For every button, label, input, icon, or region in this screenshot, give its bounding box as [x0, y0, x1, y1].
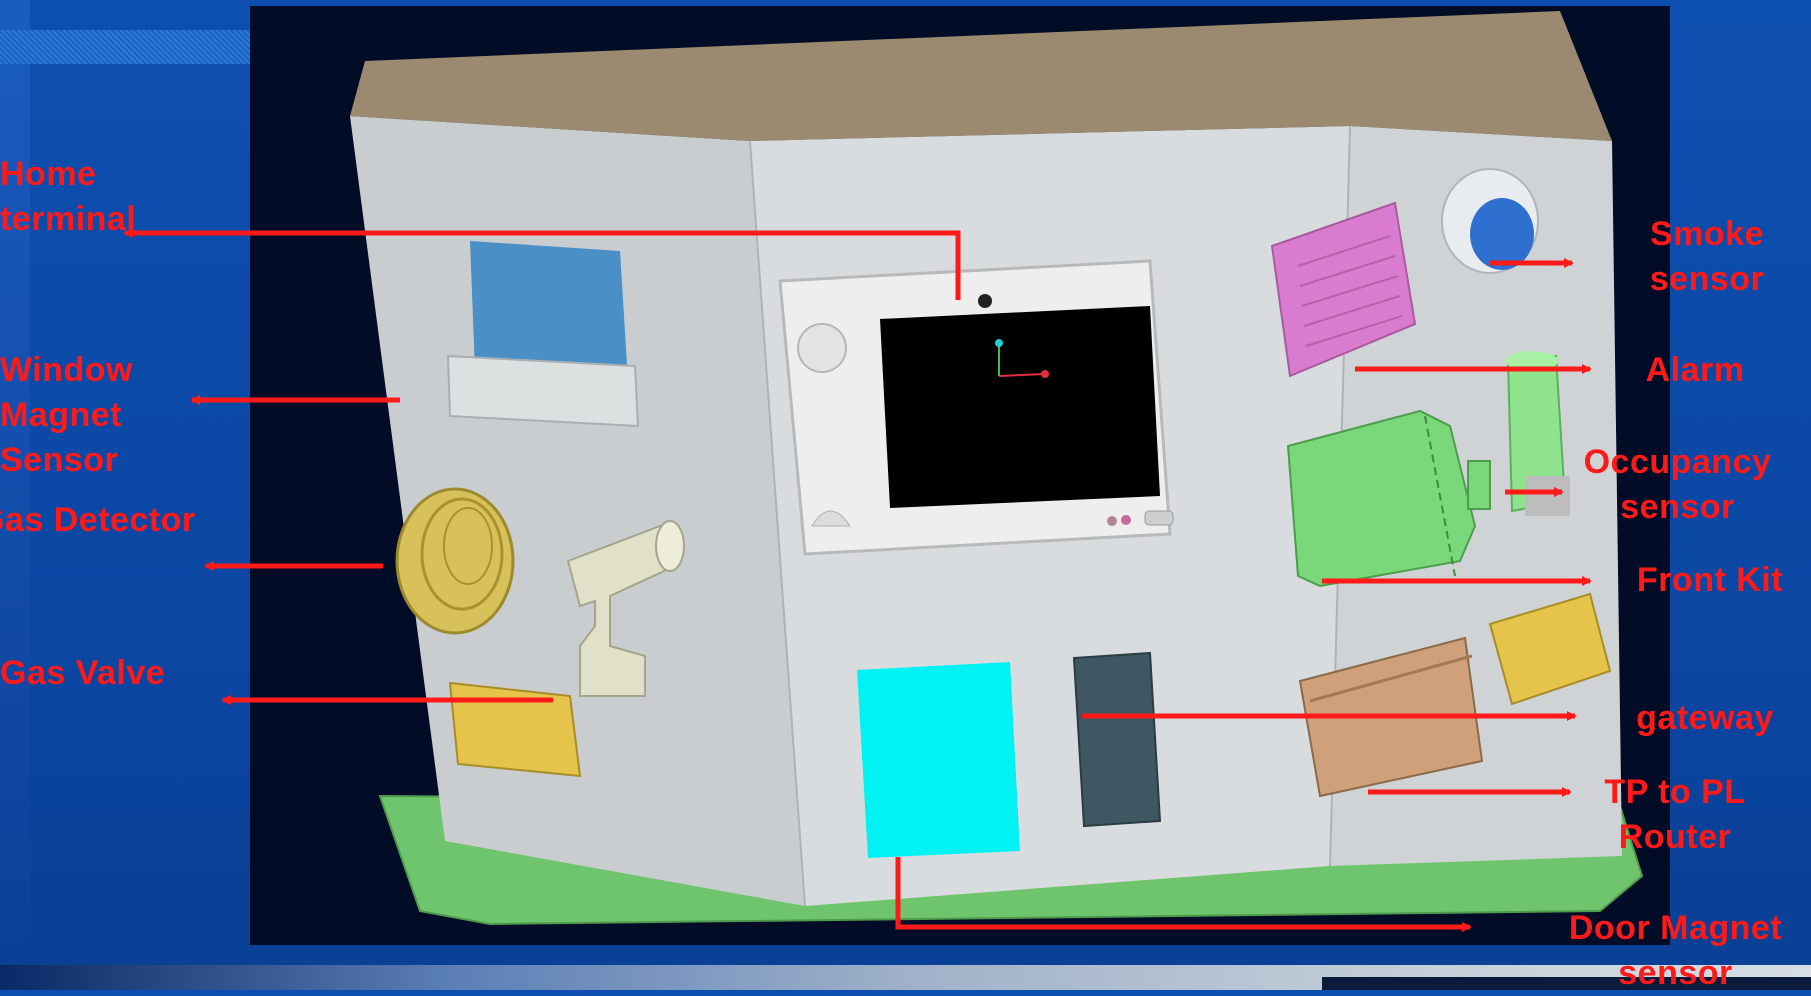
label-gas-detector: Gas Detector [0, 498, 248, 543]
label-door-magnet-sensor: Door Magnet sensor [1540, 906, 1811, 996]
label-window-magnet-sensor: Window Magnet Sensor [0, 348, 180, 483]
label-gateway: gateway [1605, 696, 1805, 741]
label-occupancy-sensor: Occupancy sensor [1555, 440, 1800, 530]
label-home-terminal: Home terminal [0, 152, 180, 242]
arrow-door-magnet-sensor [898, 857, 1470, 927]
label-gas-valve: Gas Valve [0, 651, 230, 696]
label-smoke-sensor: Smoke sensor [1622, 212, 1792, 302]
arrow-home-terminal [125, 233, 958, 300]
label-tp-to-pl-router: TP to PL Router [1580, 770, 1770, 860]
label-alarm: Alarm [1630, 348, 1760, 393]
label-front-kit: Front Kit [1610, 558, 1810, 603]
